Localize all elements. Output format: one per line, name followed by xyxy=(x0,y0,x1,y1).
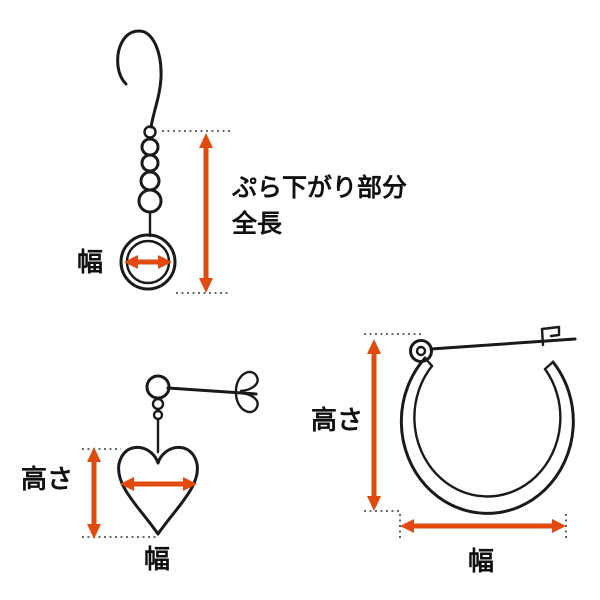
ring-outer xyxy=(119,233,177,291)
connector-loop xyxy=(143,125,157,139)
heart-earring-illustration xyxy=(117,370,259,536)
bead-4 xyxy=(137,188,163,214)
heart-shape xyxy=(117,445,199,536)
total-length-label: 全長 xyxy=(231,209,283,238)
hoop-height-label: 高さ xyxy=(311,405,363,436)
dangle-length-arrow xyxy=(199,133,213,293)
hoop-height-arrow xyxy=(367,339,381,511)
hoop-width-label: 幅 xyxy=(468,547,494,577)
small-bead-1 xyxy=(151,397,165,411)
hoop-width-arrow xyxy=(400,519,566,533)
bead-3 xyxy=(139,170,161,192)
stud-ball xyxy=(145,374,171,400)
latch-clasp xyxy=(540,325,561,347)
hoop-outer xyxy=(399,356,575,515)
hoop-earring-illustration xyxy=(399,325,577,515)
heart-width-arrow xyxy=(120,477,197,491)
heart-width-label: 幅 xyxy=(144,545,170,575)
ring-width-arrow xyxy=(124,255,172,269)
dangle-part-label: ぷら下がり部分 xyxy=(231,173,407,202)
bead-1 xyxy=(140,137,160,157)
heart-height-label: 高さ xyxy=(21,464,73,495)
hinge-hole xyxy=(415,345,427,357)
bead-2 xyxy=(140,153,160,173)
ear-hook-wire xyxy=(116,29,163,129)
hoop-inner xyxy=(413,364,562,498)
hook-earring-illustration xyxy=(116,29,177,291)
butterfly-clutch-lower xyxy=(234,391,259,414)
latch-bar xyxy=(429,337,577,351)
butterfly-clutch-upper xyxy=(234,370,259,393)
hinge-circle xyxy=(409,339,433,363)
hook-width-label: 幅 xyxy=(77,248,103,278)
heart-height-arrow xyxy=(87,447,101,539)
hoop-gap-right xyxy=(543,360,555,371)
